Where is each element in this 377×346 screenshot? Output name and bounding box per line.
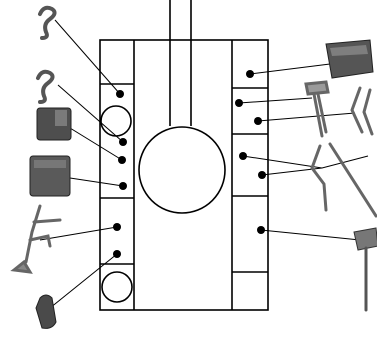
handle-icon (36, 295, 56, 328)
leader-pliers-left (239, 98, 312, 103)
leader-pliers-right (258, 113, 355, 121)
hook-icon (38, 72, 53, 102)
leader-clamp-tool (40, 227, 117, 240)
leader-block-lower (70, 178, 123, 186)
leader-hook-top (55, 20, 120, 94)
center-round-slot (139, 127, 225, 213)
block-icon (30, 156, 70, 196)
left-round-slot-upper (101, 106, 131, 136)
block-icon (37, 108, 71, 140)
leader-block-right (250, 64, 330, 74)
top-slot-outline (170, 0, 191, 126)
hook-icon (40, 8, 55, 38)
hammer-icon (354, 228, 377, 310)
pliers-icon (306, 82, 328, 136)
block-icon (326, 40, 373, 78)
leader-hammer (261, 230, 360, 240)
clamp-tool-icon (14, 206, 60, 272)
bent-rod-icon (312, 144, 376, 216)
left-round-slot-lower (102, 272, 132, 302)
top-slot (170, 0, 191, 126)
pliers-icon (352, 88, 372, 134)
